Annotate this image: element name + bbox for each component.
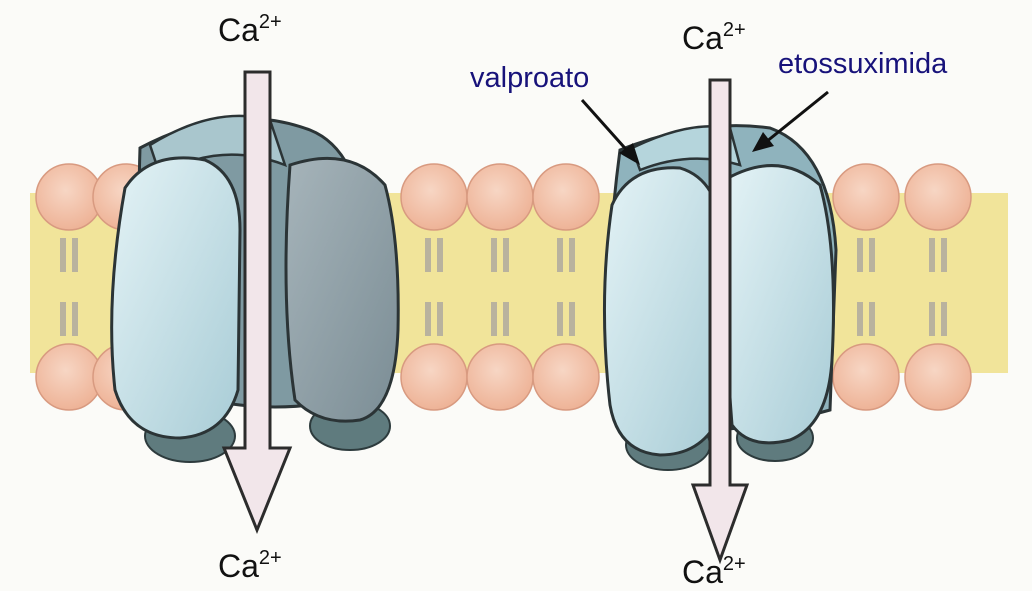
lipid-tail	[869, 302, 875, 336]
lipid-head-upper	[533, 164, 599, 230]
right-channel-light-subunit-left	[604, 168, 722, 455]
lipid-head-upper	[905, 164, 971, 230]
ion-charge: 2+	[723, 19, 746, 41]
lipid-tail	[929, 238, 935, 272]
lipid-head-upper	[401, 164, 467, 230]
ion-symbol: Ca	[218, 548, 259, 584]
lipid-tail	[569, 302, 575, 336]
lipid-tail	[60, 238, 66, 272]
ion-symbol: Ca	[218, 12, 259, 48]
lipid-head-lower	[401, 344, 467, 410]
calcium-ion-label-right-top: Ca2+	[682, 22, 746, 54]
calcium-ion-label-left-top: Ca2+	[218, 14, 282, 46]
lipid-head-upper	[467, 164, 533, 230]
lipid-head-lower	[533, 344, 599, 410]
calcium-ion-label-left-bottom: Ca2+	[218, 550, 282, 582]
lipid-tail	[857, 302, 863, 336]
valproate-pointer	[582, 100, 640, 165]
ion-symbol: Ca	[682, 554, 723, 590]
lipid-tail	[929, 302, 935, 336]
right-channel-light-subunit-right	[726, 166, 834, 443]
valproate-label: valproato	[470, 64, 589, 93]
lipid-tail	[941, 302, 947, 336]
lipid-head-upper	[36, 164, 102, 230]
lipid-tail	[72, 238, 78, 272]
lipid-tail	[437, 238, 443, 272]
lipid-tail	[437, 302, 443, 336]
lipid-tail	[491, 238, 497, 272]
calcium-ion-label-right-bottom: Ca2+	[682, 556, 746, 588]
lipid-head-lower	[36, 344, 102, 410]
lipid-tail	[857, 238, 863, 272]
lipid-head-lower	[833, 344, 899, 410]
lipid-tail	[72, 302, 78, 336]
lipid-head-lower	[467, 344, 533, 410]
lipid-tail	[557, 302, 563, 336]
lipid-head-lower	[905, 344, 971, 410]
ion-charge: 2+	[259, 11, 282, 33]
ion-charge: 2+	[723, 553, 746, 575]
ethosuximide-label: etossuximida	[778, 50, 947, 79]
lipid-tail	[60, 302, 66, 336]
lipid-tail	[425, 238, 431, 272]
lipid-tail	[503, 238, 509, 272]
left-channel-light-subunit	[112, 158, 240, 438]
ion-symbol: Ca	[682, 20, 723, 56]
left-channel-dark-subunit	[286, 158, 398, 421]
lipid-tail	[491, 302, 497, 336]
lipid-tail	[869, 238, 875, 272]
lipid-tail	[425, 302, 431, 336]
lipid-tail	[503, 302, 509, 336]
lipid-tail	[569, 238, 575, 272]
ion-charge: 2+	[259, 547, 282, 569]
lipid-tail	[557, 238, 563, 272]
lipid-head-upper	[833, 164, 899, 230]
lipid-tail	[941, 238, 947, 272]
